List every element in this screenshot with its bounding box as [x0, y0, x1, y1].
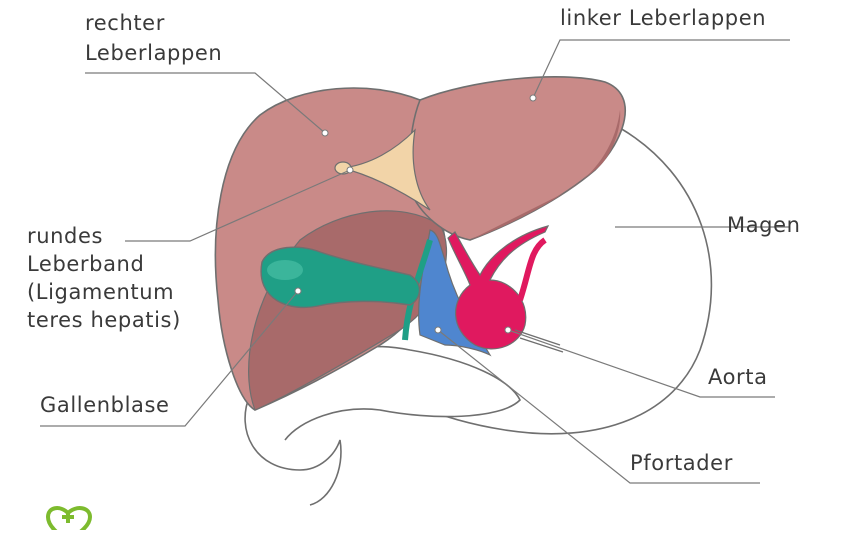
leader-round-ligament	[125, 169, 351, 242]
intestine-outline	[244, 394, 342, 506]
aorta-tube	[514, 329, 564, 353]
label-aorta: Aorta	[708, 365, 768, 389]
round-ligament	[341, 128, 431, 211]
label-round-ligament-2: Leberband	[27, 252, 144, 276]
label-round-ligament-3: (Ligamentum	[27, 280, 174, 304]
label-stomach: Magen	[727, 213, 801, 237]
leader-gallbladder	[40, 290, 299, 427]
label-gallbladder: Gallenblase	[40, 393, 170, 417]
liver-left-lobe	[408, 76, 627, 241]
label-right-lobe-1: rechter	[85, 11, 165, 35]
label-round-ligament-1: rundes	[27, 224, 103, 248]
label-round-ligament-4: teres hepatis)	[27, 308, 181, 332]
leader-portal-vein	[437, 329, 760, 484]
leader-right-lobe	[85, 72, 326, 134]
leader-left-lobe	[532, 39, 790, 99]
leader-lines	[40, 39, 790, 484]
leader-dots	[294, 94, 537, 334]
leader-aorta	[507, 329, 775, 398]
label-right-lobe-2: Leberlappen	[85, 41, 222, 65]
health-cross-heart-logo	[45, 506, 93, 534]
aorta-branch	[517, 237, 547, 301]
gallbladder-highlight	[267, 260, 303, 280]
label-left-lobe: linker Leberlappen	[560, 6, 766, 30]
label-portal-vein: Pfortader	[630, 451, 733, 475]
aorta	[447, 225, 550, 350]
